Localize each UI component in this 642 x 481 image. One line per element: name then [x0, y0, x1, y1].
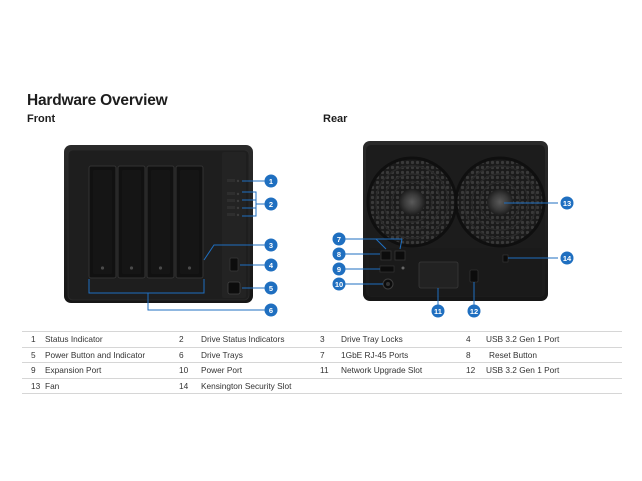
hardware-diagram: 1 2 3 4 5 6 7 8 9 10 11 12 13 14 [64, 141, 574, 318]
rear-usb-port [469, 269, 479, 283]
rear-view-label: Rear [323, 113, 348, 125]
legend-number [466, 378, 486, 394]
rj45-port [394, 250, 406, 261]
legend-label: Reset Button [486, 347, 622, 363]
legend-number: 11 [320, 362, 341, 379]
kensington-slot [502, 254, 509, 263]
callout-2: 2 [264, 197, 278, 211]
legend-number: 9 [22, 362, 45, 379]
legend-label: Drive Tray Locks [341, 331, 466, 348]
svg-text:6: 6 [269, 306, 273, 315]
rear-leader-lines [339, 202, 558, 310]
fan-right [454, 156, 546, 248]
svg-text:10: 10 [335, 280, 343, 289]
tray-lock [129, 266, 134, 270]
svg-text:2: 2 [269, 200, 273, 209]
rj45-port [380, 250, 392, 261]
network-upgrade-slot [418, 261, 459, 289]
callout-13: 13 [560, 196, 574, 210]
page-title: Hardware Overview [27, 92, 168, 109]
tray-lock [100, 266, 105, 270]
legend-label: Kensington Security Slot [201, 378, 320, 394]
legend-number: 10 [179, 362, 201, 379]
legend-number: 6 [179, 347, 201, 363]
callout-11: 11 [431, 304, 445, 318]
callout-9: 9 [332, 262, 346, 276]
legend-label [341, 378, 466, 394]
callout-7: 7 [332, 232, 346, 246]
svg-text:8: 8 [337, 250, 341, 259]
legend-label: Fan [45, 378, 179, 394]
svg-text:9: 9 [337, 265, 341, 274]
legend-label: USB 3.2 Gen 1 Port [486, 362, 622, 379]
svg-text:13: 13 [563, 199, 571, 208]
tray-lock [187, 266, 192, 270]
svg-text:12: 12 [470, 307, 478, 316]
svg-text:5: 5 [269, 284, 273, 293]
legend-label: 1GbE RJ-45 Ports [341, 347, 466, 363]
legend-number: 13 [22, 378, 45, 394]
rear-unit [363, 141, 548, 301]
legend-label: Drive Trays [201, 347, 320, 363]
svg-text:11: 11 [434, 307, 442, 316]
callout-3: 3 [264, 238, 278, 252]
reset-button [401, 266, 405, 270]
callout-6: 6 [264, 303, 278, 317]
legend-number: 2 [179, 331, 201, 348]
callout-1: 1 [264, 174, 278, 188]
front-view-label: Front [27, 113, 56, 125]
callout-5: 5 [264, 281, 278, 295]
svg-text:4: 4 [269, 261, 274, 270]
legend-label: Status Indicator [45, 331, 179, 348]
expansion-port [379, 265, 395, 273]
legend-number: 5 [22, 347, 45, 363]
legend-number: 8 [466, 347, 486, 363]
legend-label [486, 378, 622, 394]
front-usb-port [229, 257, 239, 272]
svg-text:14: 14 [563, 254, 572, 263]
legend-number: 14 [179, 378, 201, 394]
legend-number: 12 [466, 362, 486, 379]
front-leader-lines [88, 180, 266, 311]
legend-number: 3 [320, 331, 341, 348]
callout-4: 4 [264, 258, 278, 272]
callout-14: 14 [560, 251, 574, 265]
legend-label: Expansion Port [45, 362, 179, 379]
callout-8: 8 [332, 247, 346, 261]
legend-number: 1 [22, 331, 45, 348]
svg-text:7: 7 [337, 235, 341, 244]
legend-label: Power Port [201, 362, 320, 379]
legend-number [320, 378, 341, 394]
legend-label: Power Button and Indicator [45, 347, 179, 363]
legend-label: Drive Status Indicators [201, 331, 320, 348]
fan-left [366, 156, 458, 248]
tray-lock [158, 266, 163, 270]
legend-label: USB 3.2 Gen 1 Port [486, 331, 622, 348]
legend-number: 7 [320, 347, 341, 363]
callout-12: 12 [467, 304, 481, 318]
power-button [227, 281, 241, 295]
legend-label: Network Upgrade Slot [341, 362, 466, 379]
legend-number: 4 [466, 331, 486, 348]
drive-trays [88, 165, 204, 279]
callout-badges: 1 2 3 4 5 6 7 8 9 10 11 12 13 14 [264, 174, 574, 318]
svg-text:1: 1 [269, 177, 273, 186]
callout-10: 10 [332, 277, 346, 291]
svg-text:3: 3 [269, 241, 273, 250]
front-unit [64, 145, 253, 303]
